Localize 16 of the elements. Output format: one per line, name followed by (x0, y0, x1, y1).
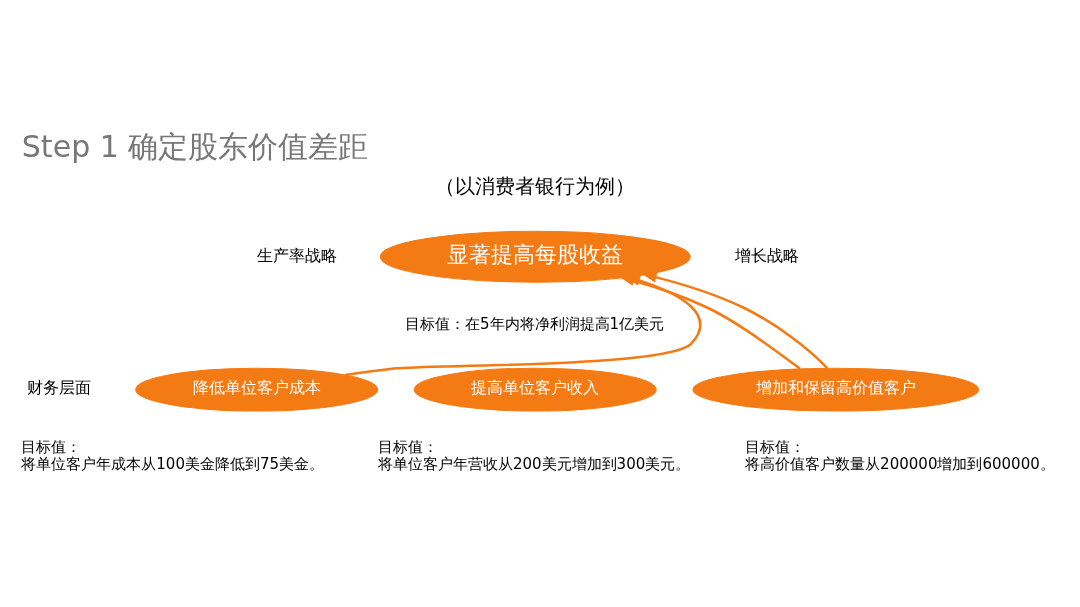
node-label: 将高价值客户数量从200000增加到600000。 (745, 454, 1055, 473)
node-label: 将单位客户年成本从100美金降低到75美金。 (21, 454, 325, 473)
node-label: 目标值：在5年内将净利润提高1亿美元 (405, 314, 665, 333)
node-ellipse: 增加和保留高价值客户 (692, 367, 980, 412)
label: 增长战略 (734, 245, 799, 265)
node-label: 目标值： (745, 437, 806, 456)
node-label: 目标值： (21, 437, 82, 456)
node-label: 目标值： (377, 437, 438, 456)
label: 财务层面 (27, 378, 92, 398)
node-ellipse: 降低单位客户成本 (135, 367, 379, 412)
node-label: 将单位客户年营收从200美元增加到300美元。 (377, 454, 691, 473)
arrow (641, 272, 829, 369)
label: （以消费者银行为例） (435, 174, 636, 199)
label: 生产率战略 (256, 245, 337, 265)
diagram-title: Step 1 确定股东价值差距 (21, 129, 369, 165)
node-ellipse: 提高单位客户收入 (413, 367, 657, 412)
